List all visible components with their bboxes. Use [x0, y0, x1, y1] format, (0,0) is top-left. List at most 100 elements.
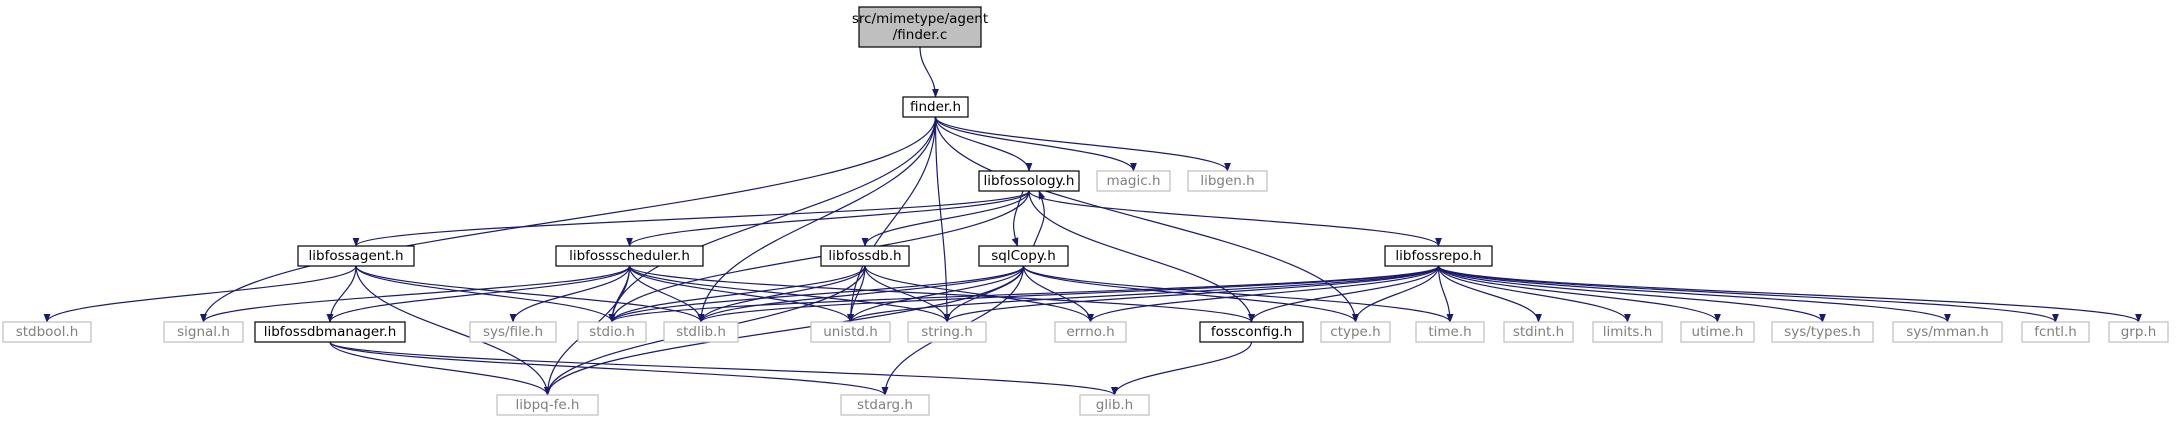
- node-label: libpq-fe.h: [516, 397, 580, 413]
- node-box: [978, 245, 1069, 267]
- node-box: [902, 96, 969, 118]
- node-box: [496, 394, 599, 416]
- node-box: [1199, 321, 1304, 343]
- node-fcntl-h: fcntl.h: [2021, 321, 2090, 343]
- node-stdlib-h: stdlib.h: [663, 321, 739, 343]
- edge-libfossscheduler-h-to-fossconfig-h: [628, 265, 1255, 323]
- edge-sqlCopy-h-to-libfossology-h: [1032, 190, 1046, 247]
- node-label: libfossdbmanager.h: [264, 324, 397, 340]
- node-label: finder.h: [910, 99, 961, 115]
- edge-libfossrepo-h-to-ctype-h: [1352, 265, 1440, 323]
- node-box: [577, 321, 647, 343]
- node-box: [1079, 394, 1150, 416]
- node-libfossdbmanager-h[interactable]: libfossdbmanager.h: [254, 321, 406, 343]
- nodes-layer: src/mimetype/agent/finder.c finder.h libfo…: [2, 6, 2169, 416]
- edge-libfossrepo-h-to-stdlib-h: [697, 265, 1440, 323]
- node-label: stdlib.h: [676, 324, 726, 340]
- edge-libfossdb-h-to-errno-h: [864, 265, 1094, 323]
- edge-libfossrepo-h-to-fcntl-h: [1437, 265, 2059, 323]
- edge-finder-h-to-libgen-h: [934, 116, 1231, 172]
- edge-root-to-finder-h: [919, 46, 939, 98]
- node-label: libfossagent.h: [309, 248, 404, 264]
- node-sys-mman-h: sys/mman.h: [1892, 321, 2003, 343]
- node-libfossagent-h[interactable]: libfossagent.h: [297, 245, 415, 267]
- node-box: [1096, 170, 1171, 192]
- node-label: grp.h: [2121, 324, 2157, 340]
- edge-finder-h-to-magic-h: [934, 116, 1137, 172]
- node-box: [1415, 321, 1485, 343]
- node-errno-h: errno.h: [1054, 321, 1127, 343]
- edge-libfossology-h-to-libfossrepo-h: [1028, 190, 1442, 247]
- node-label: limits.h: [1603, 324, 1653, 340]
- edge-libfossdb-h-to-stdio-h: [608, 265, 866, 323]
- node-label: ctype.h: [1330, 324, 1380, 340]
- edge-libfossology-h-to-libfossscheduler-h: [626, 190, 1030, 247]
- node-libgen-h: libgen.h: [1187, 170, 1268, 192]
- node-finder-h[interactable]: finder.h: [902, 96, 969, 118]
- node-libfossrepo-h[interactable]: libfossrepo.h: [1384, 245, 1493, 267]
- edge-libfossagent-h-to-libpq-fe-h: [355, 265, 551, 396]
- node-label: glib.h: [1096, 397, 1134, 413]
- node-label: sys/file.h: [483, 324, 543, 340]
- edge-libfossrepo-h-to-stdint-h: [1437, 265, 1542, 323]
- node-label: magic.h: [1106, 173, 1160, 189]
- node-label: string.h: [921, 324, 973, 340]
- node-box: [1320, 321, 1391, 343]
- node-string-h: string.h: [907, 321, 987, 343]
- node-glib-h: glib.h: [1079, 394, 1150, 416]
- node-libfossdb-h[interactable]: libfossdb.h: [820, 245, 910, 267]
- node-signal-h: signal.h: [163, 321, 244, 343]
- node-label: unistd.h: [823, 324, 878, 340]
- node-box: [254, 321, 406, 343]
- node-label: libgen.h: [1200, 173, 1254, 189]
- node-label: /finder.c: [893, 27, 948, 43]
- edge-finder-h-to-stdio-h: [608, 116, 937, 323]
- node-root[interactable]: src/mimetype/agent/finder.c: [852, 6, 988, 48]
- edge-libfossdbmanager-h-to-libpq-fe-h: [329, 341, 551, 396]
- node-box: [810, 321, 891, 343]
- node-label: sqlCopy.h: [991, 248, 1056, 264]
- edge-libfossology-h-to-sqlCopy-h: [1011, 190, 1024, 247]
- node-box: [297, 245, 415, 267]
- edge-libfossrepo-h-to-string-h: [943, 265, 1440, 323]
- node-label: fcntl.h: [2034, 324, 2077, 340]
- node-box: [1892, 321, 2003, 343]
- node-label: src/mimetype/agent: [852, 11, 988, 27]
- edge-libfossscheduler-h-to-string-h: [628, 265, 951, 323]
- node-stdbool-h: stdbool.h: [2, 321, 92, 343]
- node-label: sys/types.h: [1784, 324, 1861, 340]
- node-box: [1592, 321, 1663, 343]
- edge-libfossology-h-to-fossconfig-h: [1028, 190, 1255, 323]
- edge-finder-h-to-signal-h: [200, 116, 937, 323]
- node-label: fossconfig.h: [1211, 324, 1292, 340]
- node-box: [840, 394, 930, 416]
- node-box: [1187, 170, 1268, 192]
- node-stdint-h: stdint.h: [1503, 321, 1574, 343]
- node-grp-h: grp.h: [2108, 321, 2169, 343]
- node-box: [1384, 245, 1493, 267]
- node-fossconfig-h[interactable]: fossconfig.h: [1199, 321, 1304, 343]
- edge-libfossrepo-h-to-errno-h: [1087, 265, 1440, 323]
- node-label: stdio.h: [589, 324, 635, 340]
- node-label: libfossdb.h: [828, 248, 901, 264]
- node-stdarg-h: stdarg.h: [840, 394, 930, 416]
- node-sqlCopy-h[interactable]: sqlCopy.h: [978, 245, 1069, 267]
- edge-finder-h-to-libfossology-h: [934, 116, 1033, 172]
- edge-libfossagent-h-to-stdbool-h: [43, 265, 357, 323]
- edge-libfossrepo-h-to-stdio-h: [608, 265, 1440, 323]
- node-stdio-h: stdio.h: [577, 321, 647, 343]
- edge-libfossology-h-to-libfossdb-h: [861, 190, 1030, 247]
- node-box: [2, 321, 92, 343]
- edge-libfossrepo-h-to-sys-types-h: [1437, 265, 1826, 323]
- node-libfossology-h[interactable]: libfossology.h: [978, 170, 1080, 192]
- edge-sqlCopy-h-to-unistd-h: [847, 265, 1025, 323]
- node-libpq-fe-h: libpq-fe.h: [496, 394, 599, 416]
- node-box: [978, 170, 1080, 192]
- node-label: utime.h: [1692, 324, 1744, 340]
- edge-sqlCopy-h-to-time-h: [1022, 265, 1454, 323]
- node-ctype-h: ctype.h: [1320, 321, 1391, 343]
- node-label: libfossology.h: [984, 173, 1075, 189]
- node-label: stdarg.h: [857, 397, 913, 413]
- node-libfossscheduler-h[interactable]: libfossscheduler.h: [555, 245, 704, 267]
- edge-fossconfig-h-to-glib-h: [1111, 341, 1253, 396]
